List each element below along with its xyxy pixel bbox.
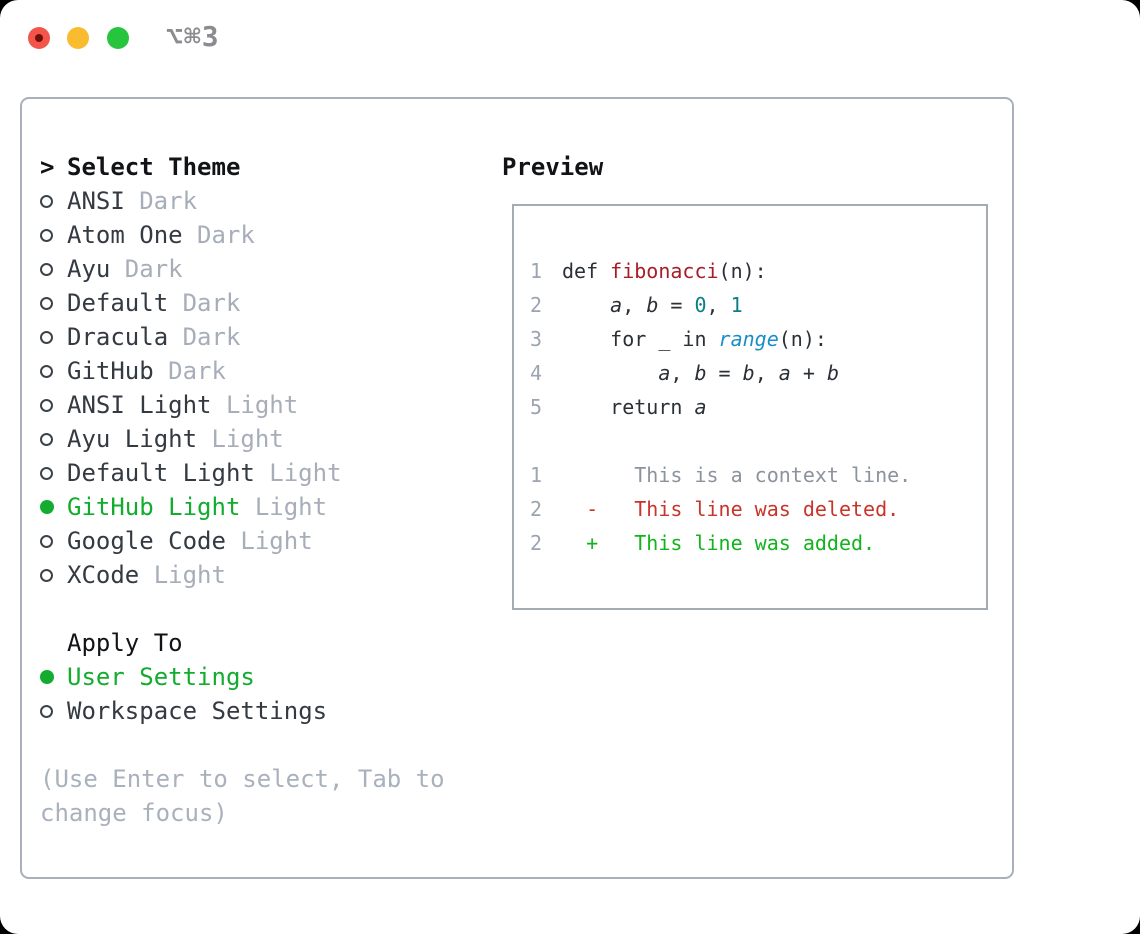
radio-icon (40, 364, 53, 378)
option-label: Google Code (67, 527, 226, 555)
option-label: Default Light (67, 459, 255, 487)
blank-line (530, 424, 970, 458)
line-content: def fibonacci(n): (562, 259, 767, 283)
theme-option-default-light[interactable]: Default Light Light (40, 456, 480, 490)
close-button[interactable] (28, 27, 50, 49)
code-line: 3 for _ in range(n): (530, 322, 970, 356)
select-theme-title: Select Theme (67, 153, 241, 181)
radio-icon (40, 330, 53, 344)
option-label: User Settings (67, 663, 255, 691)
zoom-button[interactable] (107, 27, 129, 49)
title-bar: ⌥⌘3 (0, 0, 1140, 80)
diff-line: 2 + This line was added. (530, 526, 970, 560)
minimize-button[interactable] (67, 27, 89, 49)
option-tag: Light (225, 391, 299, 419)
theme-option-dracula[interactable]: Dracula Dark (40, 320, 480, 354)
option-tag: Dark (124, 255, 183, 283)
line-number: 1 (530, 259, 543, 283)
apply-to-title: Apply To (67, 629, 183, 657)
apply-option-workspace-settings[interactable]: Workspace Settings (40, 694, 480, 728)
theme-option-atom-one[interactable]: Atom One Dark (40, 218, 480, 252)
apply-to-header-row: Apply To (40, 626, 480, 660)
line-number: 5 (530, 395, 543, 419)
theme-option-ayu-light[interactable]: Ayu Light Light (40, 422, 480, 456)
option-tag: Dark (168, 357, 226, 385)
radio-icon (40, 704, 53, 718)
line-number: 2 (530, 497, 543, 521)
select-theme-header-row: > Select Theme (40, 150, 480, 184)
radio-selected-icon (40, 500, 54, 514)
line-content: a, b = 0, 1 (610, 293, 743, 317)
radio-icon (40, 534, 53, 548)
line-content: + This line was added. (586, 531, 876, 555)
diff-line: 1 This is a context line. (530, 458, 970, 492)
option-tag: Light (211, 425, 284, 453)
option-tag: Dark (182, 323, 241, 351)
radio-icon (40, 296, 53, 310)
radio-icon (40, 568, 53, 582)
theme-option-xcode[interactable]: XCode Light (40, 558, 480, 592)
code-line: 4 a, b = b, a + b (530, 356, 970, 390)
option-label: Default (67, 289, 169, 317)
theme-option-default[interactable]: Default Dark (40, 286, 480, 320)
option-label: Workspace Settings (67, 697, 328, 725)
radio-icon (40, 228, 53, 242)
line-content: - This line was deleted. (586, 497, 900, 521)
radio-selected-icon (40, 670, 54, 684)
line-number: 1 (530, 463, 543, 487)
line-number: 2 (530, 531, 543, 555)
radio-icon (40, 398, 53, 412)
line-content: a, b = b, a + b (658, 361, 839, 385)
theme-option-ansi-light[interactable]: ANSI Light Light (40, 388, 480, 422)
option-tag: Light (240, 527, 313, 555)
option-tag: Dark (182, 289, 241, 317)
option-label: GitHub (67, 357, 154, 385)
line-content: return a (562, 395, 707, 419)
hint-text: (Use Enter to select, Tab to change focu… (40, 765, 460, 827)
theme-option-github-light[interactable]: GitHub Light Light (40, 490, 480, 524)
option-label: Atom One (67, 221, 183, 249)
line-content: for _ in range(n): (562, 327, 827, 351)
line-number: 3 (530, 327, 543, 351)
radio-icon (40, 466, 53, 480)
option-label: Ayu (67, 255, 111, 283)
option-label: ANSI (67, 187, 125, 215)
option-label: ANSI Light (67, 391, 212, 419)
option-tag: Light (254, 493, 328, 521)
option-label: Dracula (67, 323, 169, 351)
apply-option-user-settings[interactable]: User Settings (40, 660, 480, 694)
option-label: XCode (67, 561, 140, 589)
option-label: GitHub Light (67, 493, 241, 521)
option-tag: Dark (197, 221, 255, 249)
radio-icon (40, 262, 53, 276)
line-number: 4 (530, 361, 543, 385)
code-line: 1 def fibonacci(n): (530, 254, 970, 288)
line-number: 2 (530, 293, 543, 317)
option-tag: Light (153, 561, 226, 589)
code-line: 5 return a (530, 390, 970, 424)
diff-preview: 1 This is a context line.2 - This line w… (530, 458, 970, 560)
option-label: Ayu Light (67, 425, 198, 453)
line-content: This is a context line. (562, 463, 912, 487)
diff-line: 2 - This line was deleted. (530, 492, 970, 526)
option-tag: Light (269, 459, 342, 487)
option-tag: Dark (139, 187, 198, 215)
theme-option-github[interactable]: GitHub Dark (40, 354, 480, 388)
radio-icon (40, 194, 53, 208)
theme-option-ansi[interactable]: ANSI Dark (40, 184, 480, 218)
code-line: 2 a, b = 0, 1 (530, 288, 970, 322)
radio-icon (40, 432, 53, 446)
window-title: ⌥⌘3 (166, 20, 220, 53)
theme-option-google-code[interactable]: Google Code Light (40, 524, 480, 558)
focus-caret-icon: > (40, 153, 55, 181)
theme-option-ayu[interactable]: Ayu Dark (40, 252, 480, 286)
preview-title: Preview (502, 153, 604, 181)
